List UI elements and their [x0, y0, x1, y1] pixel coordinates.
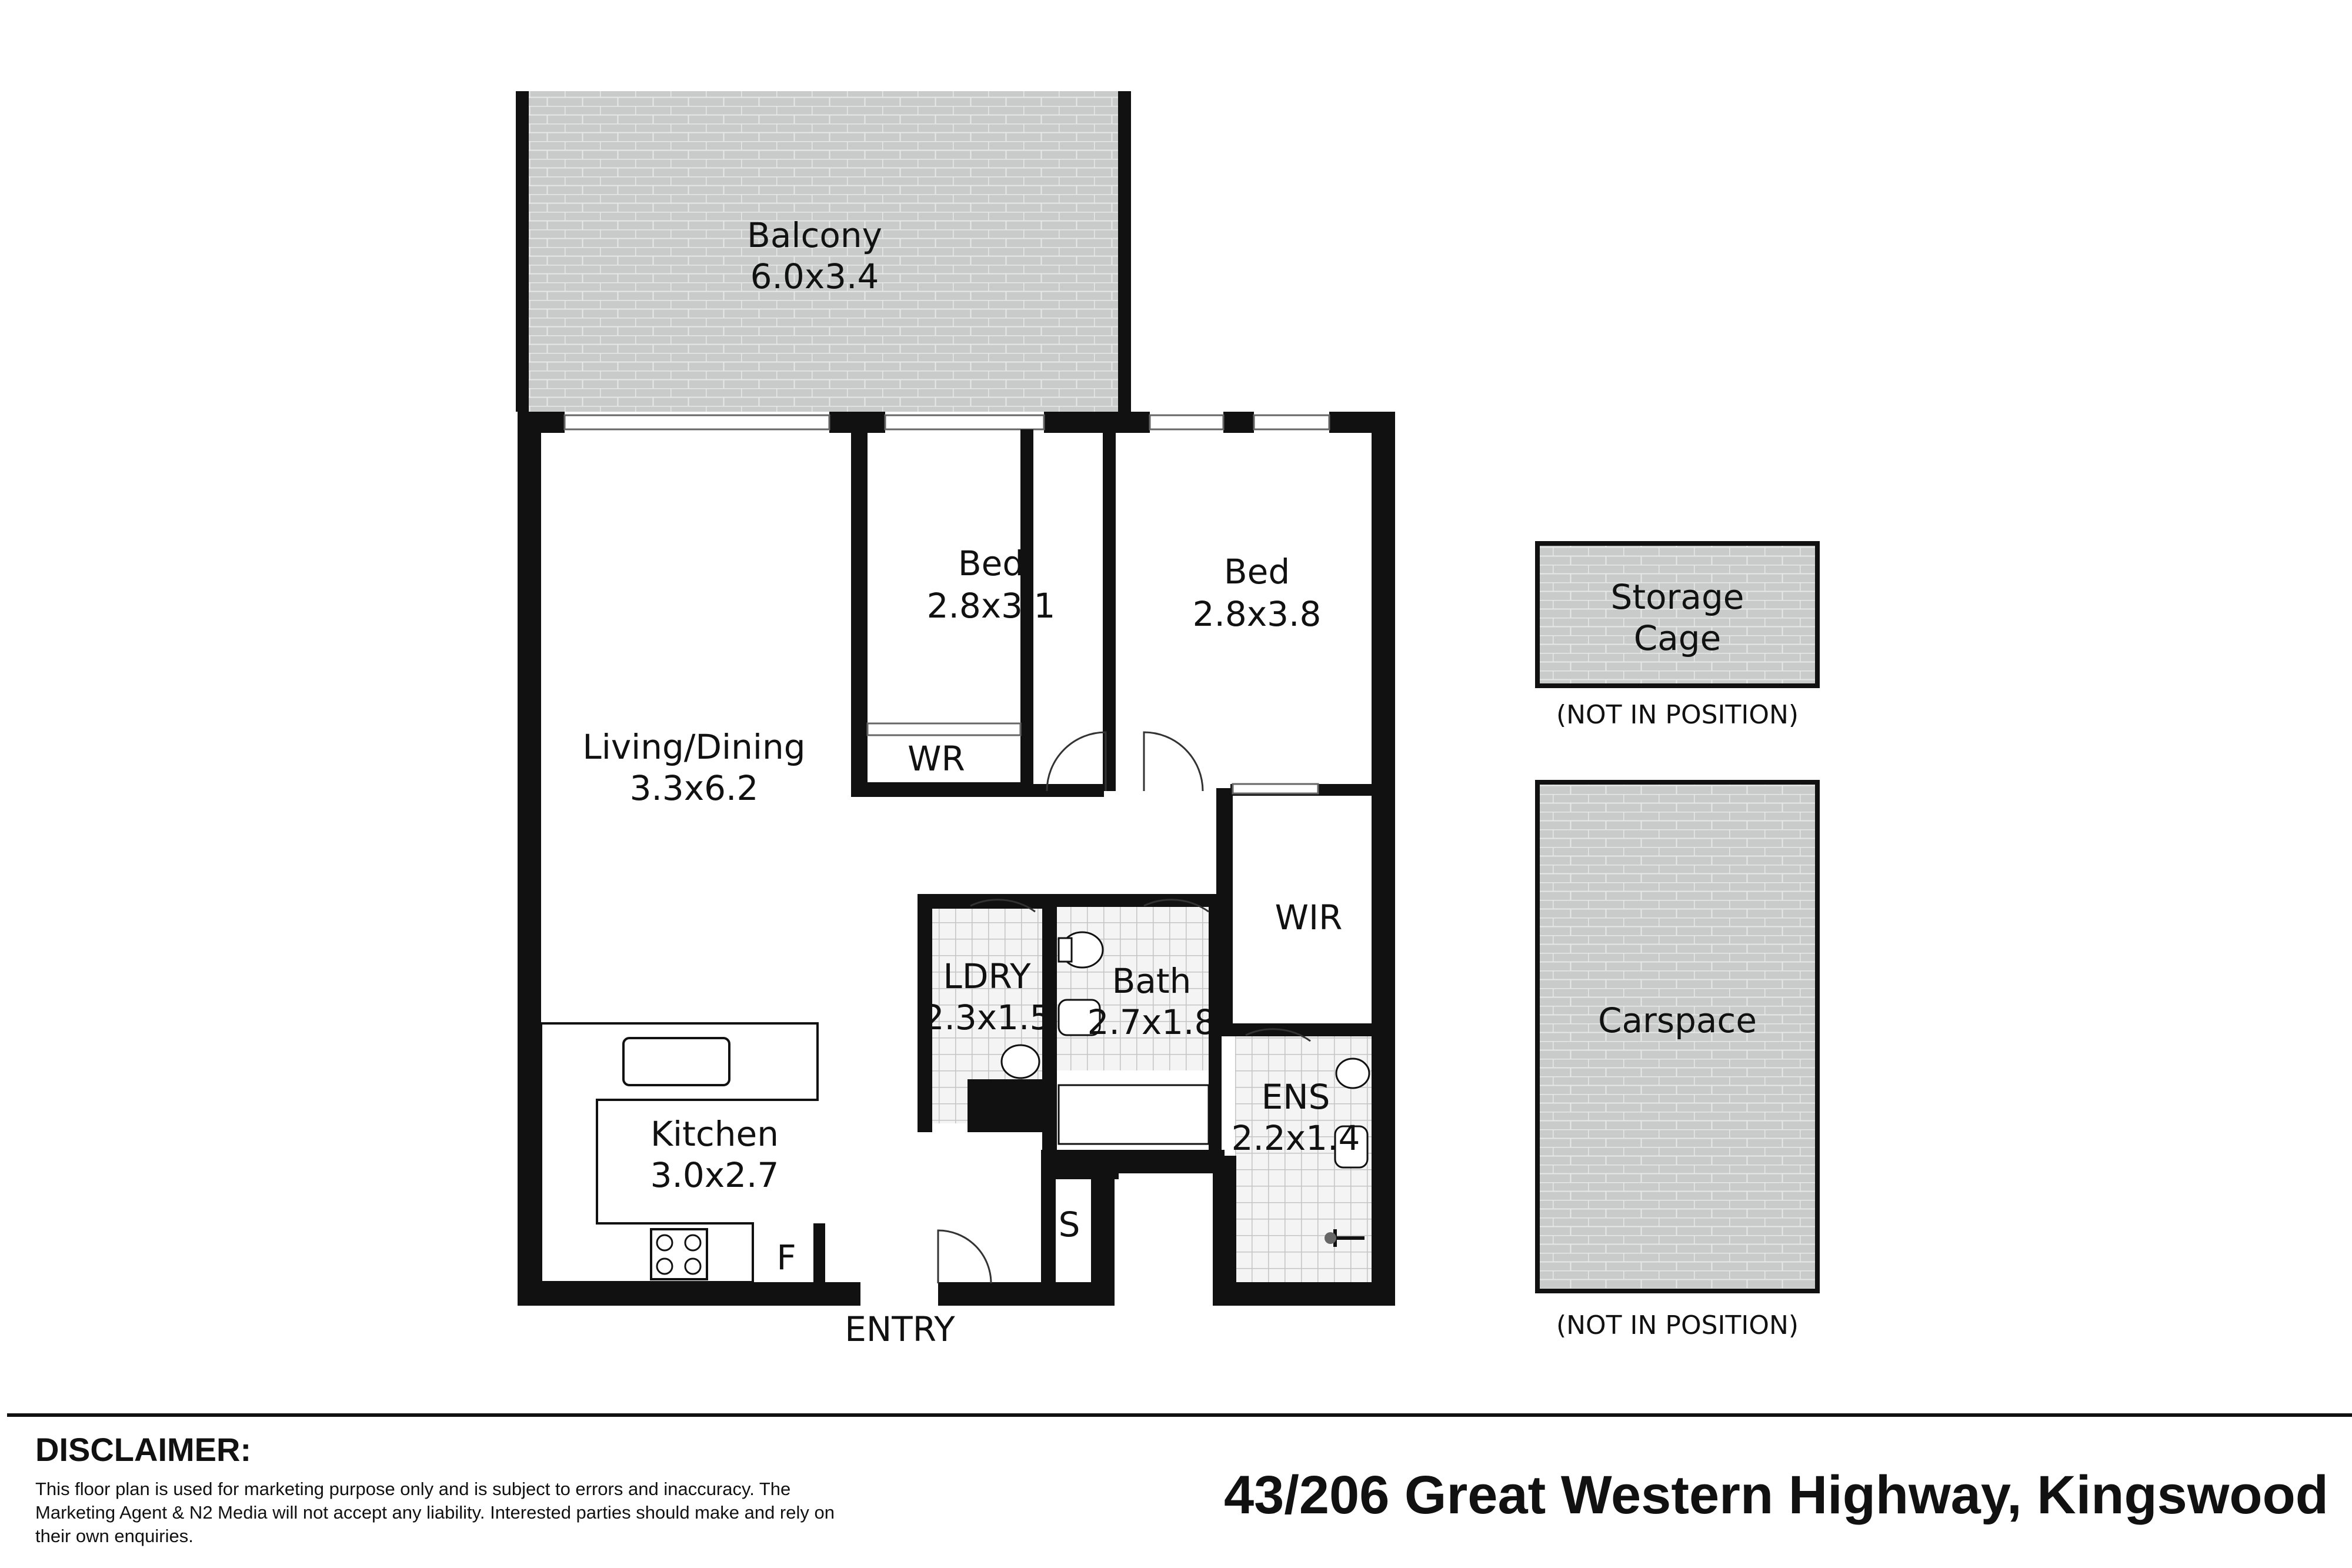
bed1-size: 2.8x3.1	[927, 586, 1056, 626]
living-name: Living/Dining	[582, 727, 805, 767]
bath-fixtures	[1000, 931, 1370, 1247]
entry-label: ENTRY	[845, 1309, 955, 1349]
storage-cage	[1535, 541, 1820, 688]
disclaimer-text: This floor plan is used for marketing pu…	[35, 1479, 835, 1546]
laundry-name: LDRY	[943, 956, 1032, 996]
bed2-size: 2.8x3.8	[1193, 594, 1322, 634]
balcony-area	[516, 91, 1131, 412]
wr-slider	[866, 722, 1022, 736]
ensuite-name: ENS	[1262, 1077, 1330, 1117]
carspace	[1535, 780, 1820, 1293]
top-windows	[563, 414, 1330, 431]
property-address: 43/206 Great Western Highway, Kingswood	[1223, 1465, 2328, 1525]
bath-size: 2.7x1.8	[1087, 1002, 1216, 1042]
doors	[937, 731, 1311, 1284]
balcony-name: Balcony	[747, 215, 882, 255]
ensuite-size: 2.2x1.4	[1232, 1118, 1360, 1158]
wr-label: WR	[908, 739, 965, 779]
cooktop-burners	[656, 1234, 702, 1275]
storage-note: (NOT IN POSITION)	[1556, 700, 1799, 730]
interior-walls	[813, 429, 1372, 1288]
shower-head-icon	[1325, 1232, 1336, 1244]
kitchen-size: 3.0x2.7	[650, 1155, 779, 1195]
bed2-name: Bed	[1224, 552, 1290, 592]
bed1-name: Bed	[958, 543, 1024, 583]
carspace-label: Carspace	[1598, 1000, 1757, 1040]
carspace-note: (NOT IN POSITION)	[1556, 1310, 1799, 1340]
store-label: S	[1059, 1205, 1080, 1245]
wir-label: WIR	[1275, 898, 1343, 938]
bath-tile	[1055, 900, 1213, 1070]
kitchen-name: Kitchen	[650, 1114, 779, 1154]
living-size: 3.3x6.2	[630, 768, 759, 808]
wir-opening	[1232, 783, 1319, 795]
fridge-label: F	[776, 1237, 796, 1277]
floor-plan: Balcony 6.0x3.4 Bed 2.8x3.1 Bed 2.8x3.8 …	[516, 91, 1820, 1349]
laundry-size: 2.3x1.5	[923, 997, 1052, 1037]
storage-line1: Storage	[1611, 577, 1744, 617]
exterior-walls	[518, 412, 1395, 1306]
storage-line2: Cage	[1634, 618, 1722, 658]
kitchen-bench	[540, 1022, 819, 1283]
balcony-size: 6.0x3.4	[750, 256, 879, 296]
bath-name: Bath	[1112, 961, 1192, 1001]
disclaimer-title: DISCLAIMER:	[35, 1431, 252, 1468]
footer-divider	[7, 1413, 2352, 1417]
